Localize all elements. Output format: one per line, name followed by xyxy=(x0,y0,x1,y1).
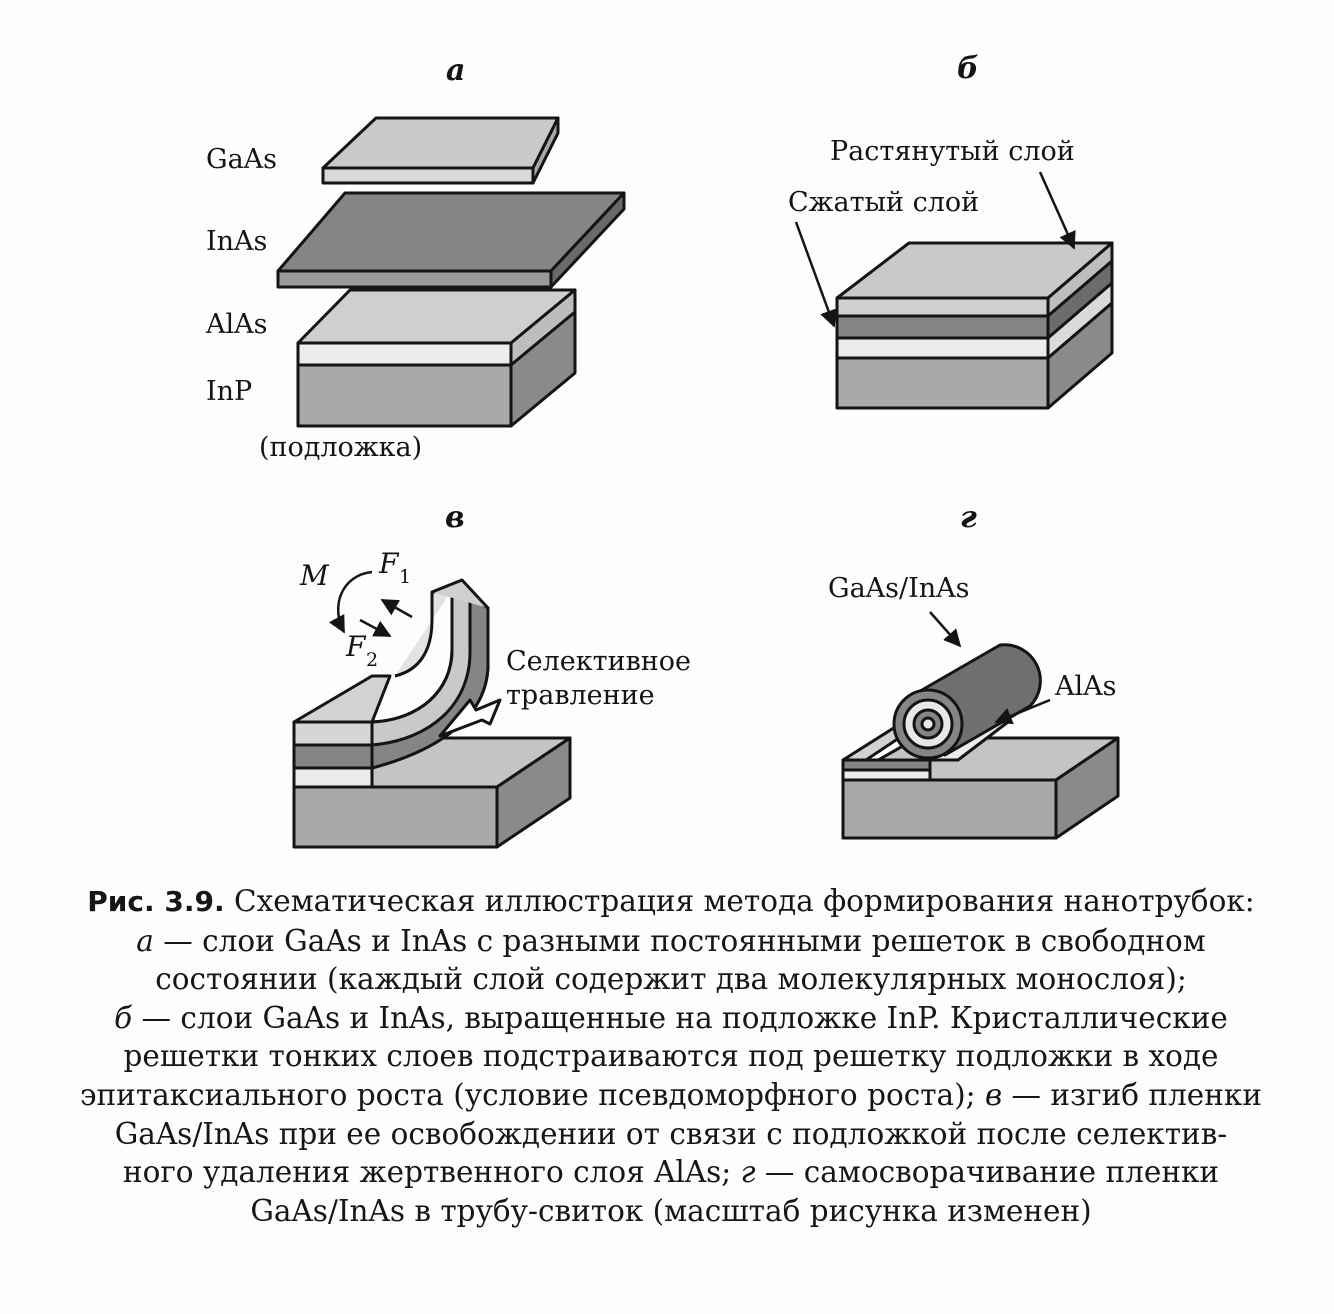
caption-line-1: Рис. 3.9. Схематическая иллюстрация мето… xyxy=(28,882,1314,922)
figure-caption: Рис. 3.9. Схематическая иллюстрация мето… xyxy=(28,882,1314,1230)
inas-label: InAs xyxy=(206,226,267,257)
caption-line-6: эпитаксиального роста (условие псевдомор… xyxy=(28,1076,1314,1115)
panel-d xyxy=(841,643,1120,840)
stretched-layer-pointer xyxy=(1038,171,1076,250)
tube-pointer xyxy=(929,611,962,648)
caption-text-8: ного удаления жертвенного слоя AlAs; xyxy=(122,1155,741,1190)
caption-line-3: состоянии (каждый слой содержит два моле… xyxy=(155,962,1187,997)
panel-c-letter: в xyxy=(445,500,465,535)
compressed-layer-pointer xyxy=(794,221,837,328)
caption-line-7: GaAs/InAs при ее освобождении от связи с… xyxy=(114,1116,1228,1151)
nanotube-formation-figure: а б в г GaAs InAs AlAs InP (подложка) Ра… xyxy=(205,51,1120,849)
gaas-label: GaAs xyxy=(206,144,277,175)
alas-inp-block xyxy=(296,288,577,428)
caption-letter-b: б xyxy=(114,1000,133,1035)
caption-text-6b: — изгиб пленки xyxy=(1002,1077,1263,1112)
tube-label: GaAs/InAs xyxy=(828,573,970,604)
force2-label: F xyxy=(345,630,367,663)
panel-b xyxy=(835,241,1114,410)
alas-pointer xyxy=(994,698,1051,725)
force1-subscript: 1 xyxy=(399,566,411,588)
panel-a-letter: а xyxy=(446,53,465,88)
force1-label: F xyxy=(378,547,400,580)
force1-arrow xyxy=(380,598,413,619)
panel-d-letter: г xyxy=(960,500,977,535)
substrate-label: (подложка) xyxy=(259,432,422,463)
moment-arrow xyxy=(328,570,373,634)
caption-text-6: эпитаксиального роста (условие псевдомор… xyxy=(79,1077,985,1112)
caption-line-2: а — слои GaAs и InAs с разными постоянны… xyxy=(28,922,1314,961)
inas-layer xyxy=(276,191,626,289)
stretched-layer-label: Растянутый слой xyxy=(830,136,1075,167)
panel-a xyxy=(276,116,626,428)
force2-subscript: 2 xyxy=(366,649,378,671)
sacrificial-layer-label: AlAs xyxy=(1054,671,1117,702)
compressed-layer-label: Сжатый слой xyxy=(788,187,979,218)
caption-line-4: б — слои GaAs и InAs, выращенные на подл… xyxy=(28,999,1314,1038)
caption-line-5: решетки тонких слоев подстраиваются под … xyxy=(123,1039,1219,1074)
moment-label: M xyxy=(299,559,330,592)
caption-letter-c: в xyxy=(984,1077,1003,1112)
caption-figure-ref: Рис. 3.9. xyxy=(87,885,225,918)
caption-text-4: — слои GaAs и InAs, выращенные на подлож… xyxy=(132,1000,1228,1035)
selective-etch-label-line1: Селективное xyxy=(506,646,691,677)
caption-letter-a: а xyxy=(136,923,154,958)
alas-label: AlAs xyxy=(205,309,268,340)
gaas-layer xyxy=(321,116,560,185)
caption-text-1: Схематическая иллюстрация метода формиро… xyxy=(224,884,1255,918)
caption-letter-d: г xyxy=(740,1155,756,1190)
panel-c xyxy=(292,578,572,849)
force2-arrow xyxy=(359,618,392,638)
caption-text-8b: — самосворачивание пленки xyxy=(755,1155,1220,1190)
caption-line-9: GaAs/InAs в трубу-свиток (масштаб рисунк… xyxy=(250,1193,1092,1228)
caption-line-8: ного удаления жертвенного слоя AlAs; г —… xyxy=(28,1153,1314,1192)
caption-text-2: — слои GaAs и InAs с разными постоянными… xyxy=(153,923,1206,958)
panel-b-letter: б xyxy=(957,51,979,86)
inp-label: InP xyxy=(206,376,252,407)
selective-etch-label-line2: травление xyxy=(506,680,655,711)
